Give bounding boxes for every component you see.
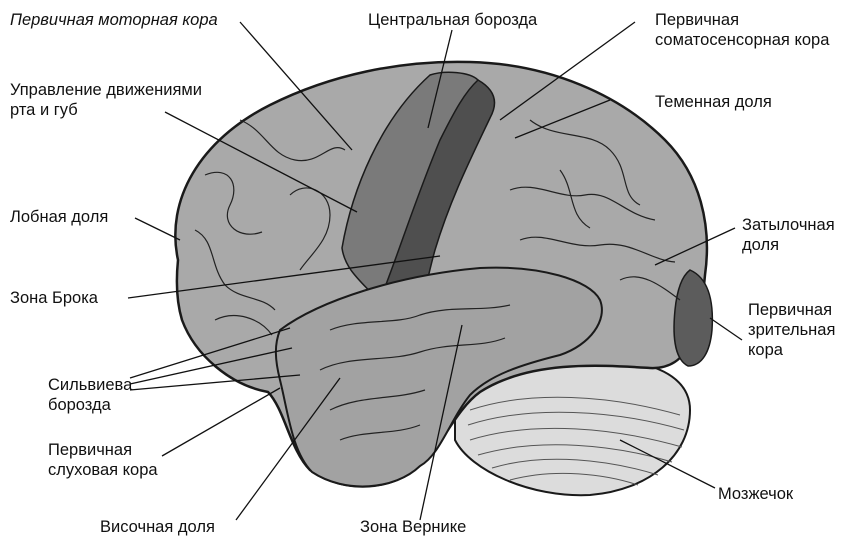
label-lip-control: Управление движениями рта и губ bbox=[10, 80, 202, 120]
primary-visual-cortex bbox=[674, 270, 712, 366]
label-sylvian-line1: Сильвиева bbox=[48, 375, 132, 395]
label-parietal-lobe: Теменная доля bbox=[655, 92, 772, 112]
label-sylvian-fissure: Сильвиева борозда bbox=[48, 375, 132, 415]
label-occipital-lobe: Затылочная доля bbox=[742, 215, 835, 255]
label-primary-visual-cortex: Первичная зрительная кора bbox=[748, 300, 835, 360]
label-central-sulcus: Центральная борозда bbox=[368, 10, 537, 30]
label-visual-line2: зрительная bbox=[748, 320, 835, 340]
label-temporal-lobe: Височная доля bbox=[100, 517, 215, 537]
label-visual-line1: Первичная bbox=[748, 300, 835, 320]
label-primary-somatosensory-cortex: Первичная соматосенсорная кора bbox=[655, 10, 829, 50]
label-primary-motor-cortex: Первичная моторная кора bbox=[10, 10, 218, 30]
label-broca-area: Зона Брока bbox=[10, 288, 98, 308]
label-lip-control-line2: рта и губ bbox=[10, 100, 202, 120]
label-wernicke-area: Зона Вернике bbox=[360, 517, 466, 537]
label-visual-line3: кора bbox=[748, 340, 835, 360]
label-auditory-line2: слуховая кора bbox=[48, 460, 158, 480]
label-lip-control-line1: Управление движениями bbox=[10, 80, 202, 100]
label-somatosensory-line1: Первичная bbox=[655, 10, 829, 30]
label-primary-auditory-cortex: Первичная слуховая кора bbox=[48, 440, 158, 480]
label-somatosensory-line2: соматосенсорная кора bbox=[655, 30, 829, 50]
label-sylvian-line2: борозда bbox=[48, 395, 132, 415]
label-occipital-line1: Затылочная bbox=[742, 215, 835, 235]
label-occipital-line2: доля bbox=[742, 235, 835, 255]
label-auditory-line1: Первичная bbox=[48, 440, 158, 460]
label-cerebellum: Мозжечок bbox=[718, 484, 793, 504]
label-frontal-lobe: Лобная доля bbox=[10, 207, 108, 227]
